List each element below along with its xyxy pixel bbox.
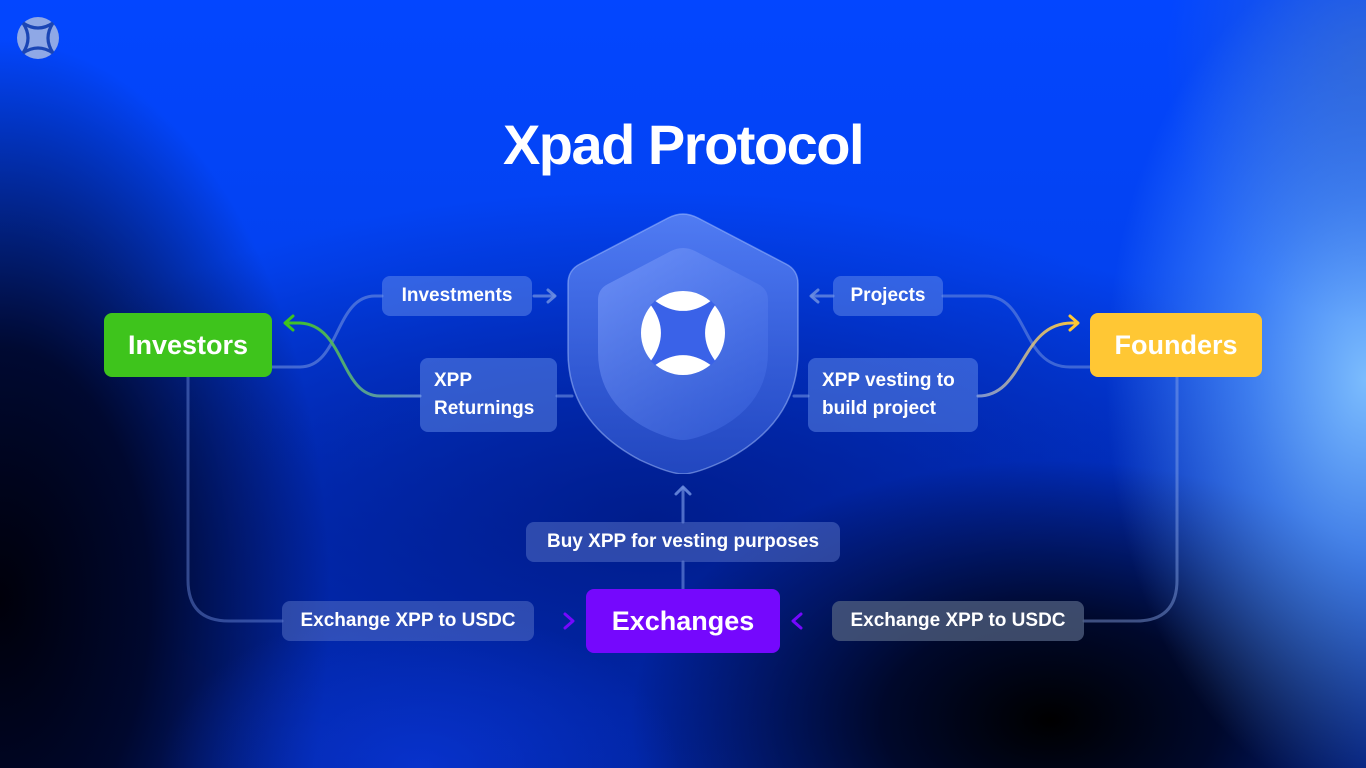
flow-label-projects: Projects	[833, 276, 943, 316]
flow-label-xpp-vesting: XPP vesting to build project	[808, 358, 978, 432]
page-title: Xpad Protocol	[502, 113, 865, 176]
shield-icon	[567, 213, 799, 474]
flow-label-exchange-right: Exchange XPP to USDC	[832, 601, 1084, 641]
node-founders: Founders	[1090, 313, 1262, 377]
node-exchanges: Exchanges	[586, 589, 780, 653]
flow-label-buy-xpp: Buy XPP for vesting purposes	[526, 522, 840, 562]
flow-label-exchange-left: Exchange XPP to USDC	[282, 601, 534, 641]
flow-label-investments: Investments	[382, 276, 532, 316]
flow-label-xpp-returnings: XPP Returnings	[420, 358, 557, 432]
node-investors: Investors	[104, 313, 272, 377]
xpad-logo-icon	[17, 17, 59, 59]
